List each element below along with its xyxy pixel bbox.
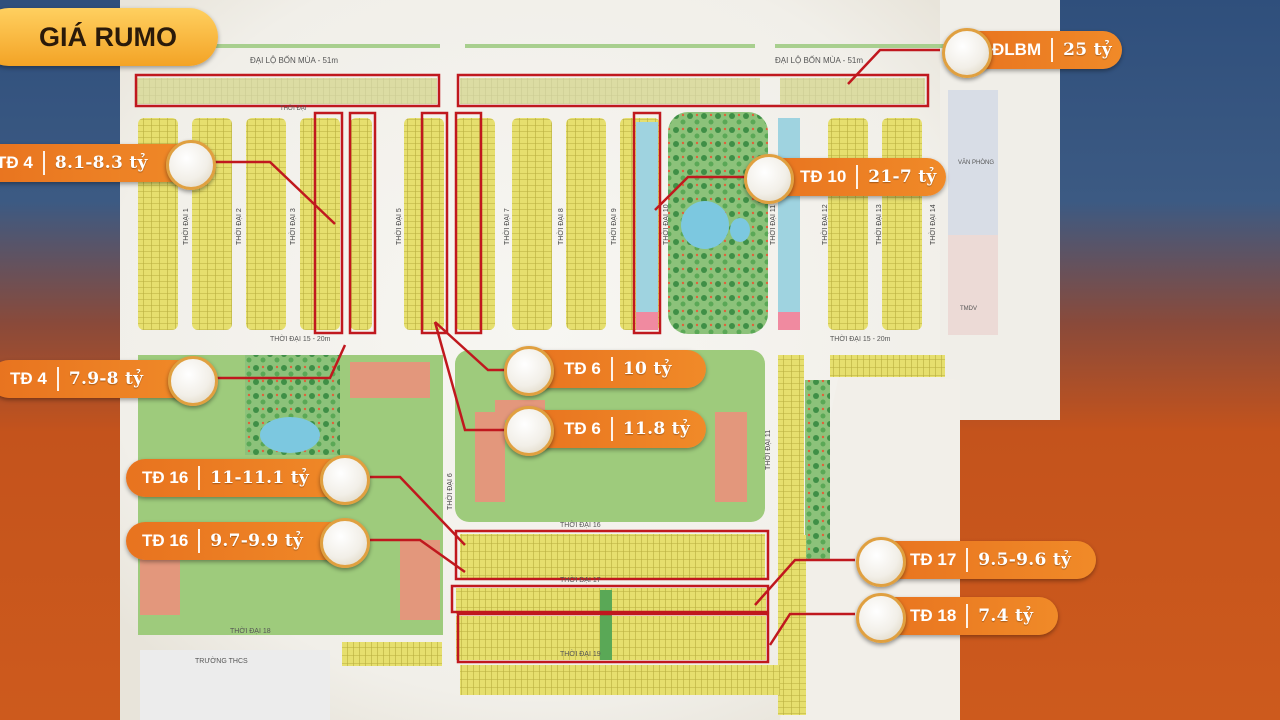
leader-lines [215,48,940,646]
street-label-18: THỜI ĐẠI 18 [230,628,271,635]
coin-icon [168,356,218,406]
coin-icon [744,154,794,204]
coin-icon [856,537,906,587]
callout-code: TĐ 6 [564,419,601,438]
block-label: THỜI ĐẠI 2 [236,208,243,245]
callout-price: 7.4 tỷ [978,606,1034,626]
block-label: THỜI ĐẠI 3 [290,208,297,245]
highlight-frames [134,73,930,664]
callout-code: TĐ 6 [564,359,601,378]
street-label-15-right: THỜI ĐẠI 15 - 20m [830,336,891,343]
callout-code: ĐLBM [992,40,1042,59]
block-label: THỜI ĐẠI 13 [876,204,883,245]
block-label: THỜI ĐẠI 14 [930,204,937,245]
block-label: THỜI ĐẠI 5 [396,208,403,245]
avenue-label-left: ĐẠI LỘ BỐN MÙA - 51m [250,56,339,65]
avenue-label-right: ĐẠI LỘ BỐN MÙA - 51m [775,56,864,65]
callout-price: 9.5-9.6 tỷ [978,550,1072,570]
block-label: THỜI ĐẠI 1 [183,208,190,245]
callout-code: TĐ 4 [0,153,33,172]
street-label-11: THỜI ĐẠI 11 [765,429,772,470]
block-label: THỜI ĐẠI 12 [822,204,829,245]
coin-icon [166,140,216,190]
street-label-19: THỜI ĐẠI 19 [560,651,601,658]
callout-price: 21-7 tỷ [868,167,937,187]
callout-code: TĐ 16 [142,468,189,487]
callout-price: 11.8 tỷ [622,419,690,439]
block-label: THỜI ĐẠI 10 [663,204,670,245]
callout-code: TĐ 16 [142,531,189,550]
tmdv-label: TMDV [960,306,977,312]
block-label: THỜI ĐẠI 9 [611,208,618,245]
office-label: VĂN PHÒNG [958,160,995,166]
page-title: GIÁ RUMO [39,21,177,52]
street-label-16: THỜI ĐẠI 16 [560,522,601,529]
coin-icon [856,593,906,643]
callout-price: 25 tỷ [1063,40,1112,60]
title-badge: GIÁ RUMO [0,8,218,66]
price-callout-td17: TĐ 17 9.5-9.6 tỷ [872,541,1096,579]
callout-price: 10 tỷ [622,359,672,379]
callout-price: 7.9-8 tỷ [68,369,144,389]
price-callout-td4-bottom: TĐ 4 7.9-8 tỷ [0,360,196,398]
callout-code: TĐ 10 [800,167,847,186]
block-label: THỜI ĐẠI 7 [504,208,511,245]
callout-code: TĐ 4 [10,369,47,388]
school-label: TRƯỜNG THCS [195,658,248,665]
block-label: THỜI ĐẠI 8 [558,208,565,245]
street-label-17: THỜI ĐẠI 17 [560,577,601,584]
callout-code: TĐ 18 [910,606,957,625]
street-label-thoi-dai: THỜI ĐẠI [280,106,307,112]
street-label-15-left: THỜI ĐẠI 15 - 20m [270,336,331,343]
coin-icon [942,28,992,78]
callout-price: 9.7-9.9 tỷ [210,531,304,551]
callout-price: 8.1-8.3 tỷ [54,153,148,173]
coin-icon [320,518,370,568]
callout-price: 11-11.1 tỷ [210,468,310,488]
coin-icon [504,406,554,456]
coin-icon [320,455,370,505]
block-label: THỜI ĐẠI 11 [770,204,777,245]
coin-icon [504,346,554,396]
street-label-6: THỜI ĐẠI 6 [447,473,454,510]
callout-code: TĐ 17 [910,550,957,569]
